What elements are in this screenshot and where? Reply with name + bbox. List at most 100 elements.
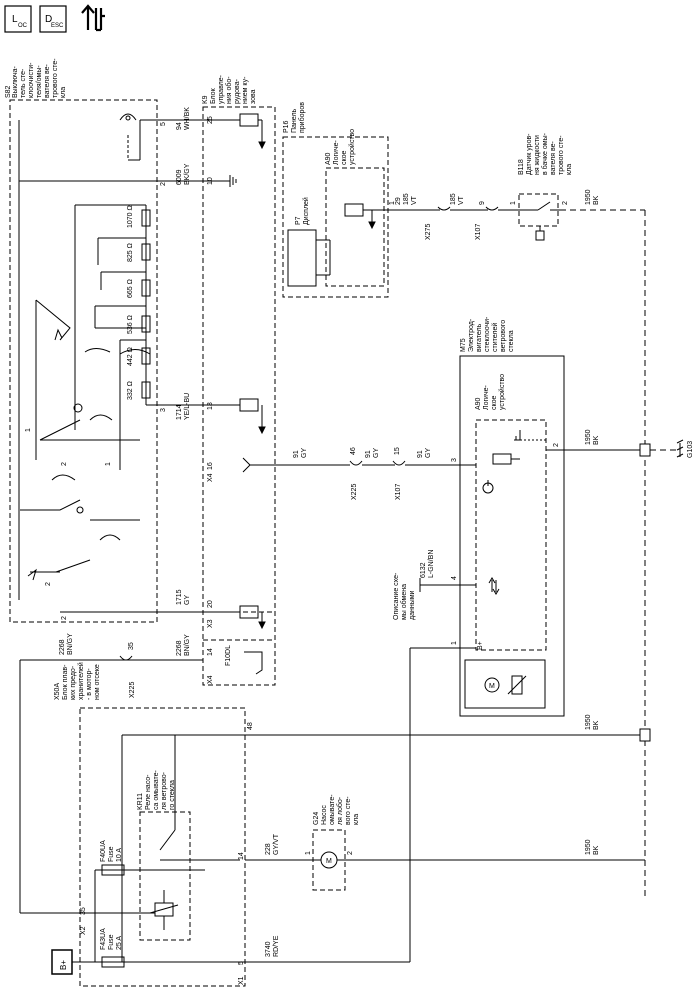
svg-text:2: 2 <box>61 462 68 466</box>
svg-text:1: 1 <box>25 428 32 432</box>
svg-text:X107: X107 <box>395 484 402 500</box>
m75-ground-wire <box>546 443 680 457</box>
svg-text:BK: BK <box>593 195 600 205</box>
svg-text:4: 4 <box>451 576 458 580</box>
svg-text:2: 2 <box>45 582 52 586</box>
svg-text:ких предо-: ких предо- <box>70 665 77 700</box>
svg-text:Блок плав-: Блок плав- <box>62 664 69 700</box>
svg-text:29: 29 <box>395 197 402 205</box>
svg-text:A90: A90 <box>325 152 332 165</box>
svg-text:2268: 2268 <box>176 640 183 656</box>
svg-text:KR11: KR11 <box>137 793 144 810</box>
b118-internals <box>530 201 646 900</box>
svg-text:са омывате-: са омывате- <box>153 770 160 810</box>
svg-text:стеклоочи-: стеклоочи- <box>484 316 491 352</box>
p7-display <box>287 229 317 287</box>
kr11-relay-box <box>139 811 191 941</box>
svg-text:тель сте-: тель сте- <box>20 68 27 98</box>
x50a-k9-wire <box>119 655 203 661</box>
svg-text:1950: 1950 <box>585 714 592 730</box>
svg-text:10: 10 <box>207 177 214 185</box>
svg-text:зова: зова <box>250 89 257 104</box>
m75-ground-wire-labels: 1950 BK <box>585 429 600 445</box>
svg-text:536 Ω: 536 Ω <box>127 315 134 334</box>
svg-text:клоочисти-: клоочисти- <box>28 62 35 98</box>
svg-text:6132: 6132 <box>420 562 427 578</box>
svg-text:кла: кла <box>60 87 67 98</box>
svg-text:BN/GY: BN/GY <box>184 634 191 656</box>
svg-text:A90: A90 <box>475 397 482 410</box>
svg-text:G103: G103 <box>687 441 694 458</box>
k9-pin-labels: 25 10 13 16 20 14 X3 X4 X4 F10DL <box>207 116 232 684</box>
svg-text:3740: 3740 <box>265 941 272 957</box>
p16-internals <box>316 203 388 276</box>
svg-text:ское: ское <box>491 395 498 410</box>
svg-text:стекла: стекла <box>508 330 515 352</box>
svg-text:го стекла: го стекла <box>169 780 176 810</box>
svg-text:RD/YE: RD/YE <box>273 935 280 957</box>
svg-text:5: 5 <box>238 961 245 965</box>
svg-text:ESC: ESC <box>51 23 64 29</box>
svg-text:трового сте-: трового сте- <box>558 135 565 175</box>
svg-text:1714: 1714 <box>176 404 183 420</box>
svg-text:F43UA: F43UA <box>100 928 107 950</box>
svg-text:2268: 2268 <box>59 639 66 655</box>
svg-text:устройство: устройство <box>348 129 356 165</box>
p16-b118-wire <box>388 206 530 211</box>
svg-text:M75: M75 <box>460 338 467 352</box>
connector-repair-icon[interactable] <box>81 4 105 32</box>
svg-text:WH/BK: WH/BK <box>184 107 191 130</box>
svg-text:устройство: устройство <box>498 374 506 410</box>
m75-internals: M <box>464 430 546 709</box>
svg-text:Насос: Насос <box>321 805 328 825</box>
svg-text:ветрового: ветрового <box>500 320 507 352</box>
location-icon[interactable]: L OC <box>4 5 32 33</box>
battery-bplus-box <box>51 949 73 975</box>
svg-text:Датчик уров-: Датчик уров- <box>526 133 533 175</box>
svg-text:GY: GY <box>425 448 432 458</box>
k9-body-control-module-box <box>202 106 276 686</box>
svg-text:трового сте-: трового сте- <box>52 58 59 98</box>
svg-text:20: 20 <box>207 600 214 608</box>
svg-text:X4: X4 <box>207 675 214 684</box>
svg-text:ном отсеке: ном отсеке <box>94 664 101 700</box>
svg-text:91: 91 <box>365 450 372 458</box>
svg-text:1950: 1950 <box>585 189 592 205</box>
p16-instrument-cluster-box <box>282 136 389 298</box>
p7-label: P7 Дисплей <box>295 197 310 225</box>
svg-text:16: 16 <box>207 462 214 470</box>
b118-level-sensor-box <box>518 193 559 227</box>
svg-text:X225: X225 <box>129 682 136 698</box>
svg-text:X4: X4 <box>207 473 214 482</box>
svg-text:X1: X1 <box>238 976 245 985</box>
s82-label: S82 Выключа- тель сте- клоочисти- теля/о… <box>5 58 67 98</box>
ground-g103-icon: G103 <box>676 439 694 458</box>
svg-text:332 Ω: 332 Ω <box>127 381 134 400</box>
s82-internals <box>18 113 157 600</box>
svg-text:Электрод-: Электрод- <box>468 318 475 352</box>
svg-text:B+: B+ <box>59 960 68 970</box>
svg-text:228: 228 <box>265 843 272 855</box>
p16-label: P16 Панель приборов <box>283 102 306 133</box>
svg-text:данными: данными <box>409 590 416 620</box>
svg-text:Логиче-: Логиче- <box>333 140 340 165</box>
a90-top-label: A90 Логиче- ское устройство <box>325 129 356 165</box>
svg-text:D: D <box>45 14 52 25</box>
a90-bottom-pin-labels: 2 3 4 1 B+ <box>451 443 560 650</box>
svg-text:25: 25 <box>207 116 214 124</box>
s82-resistor-labels: 1070 Ω 825 Ω 665 Ω 536 Ω 442 Ω 332 Ω <box>127 205 134 400</box>
g24-wires <box>245 647 651 963</box>
svg-text:X50A: X50A <box>54 683 61 700</box>
svg-text:1: 1 <box>105 462 112 466</box>
description-icon[interactable]: D ESC <box>39 5 67 33</box>
s82-switch-box <box>9 99 158 623</box>
svg-text:Описание схе-: Описание схе- <box>393 572 400 620</box>
svg-text:X2: X2 <box>80 926 87 935</box>
svg-text:9: 9 <box>479 201 486 205</box>
s82-k9-wires <box>60 119 240 613</box>
svg-text:14: 14 <box>238 852 245 860</box>
svg-text:вигатель: вигатель <box>476 323 483 352</box>
svg-text:омыватe-: омыватe- <box>329 794 336 825</box>
svg-text:185: 185 <box>450 193 457 205</box>
